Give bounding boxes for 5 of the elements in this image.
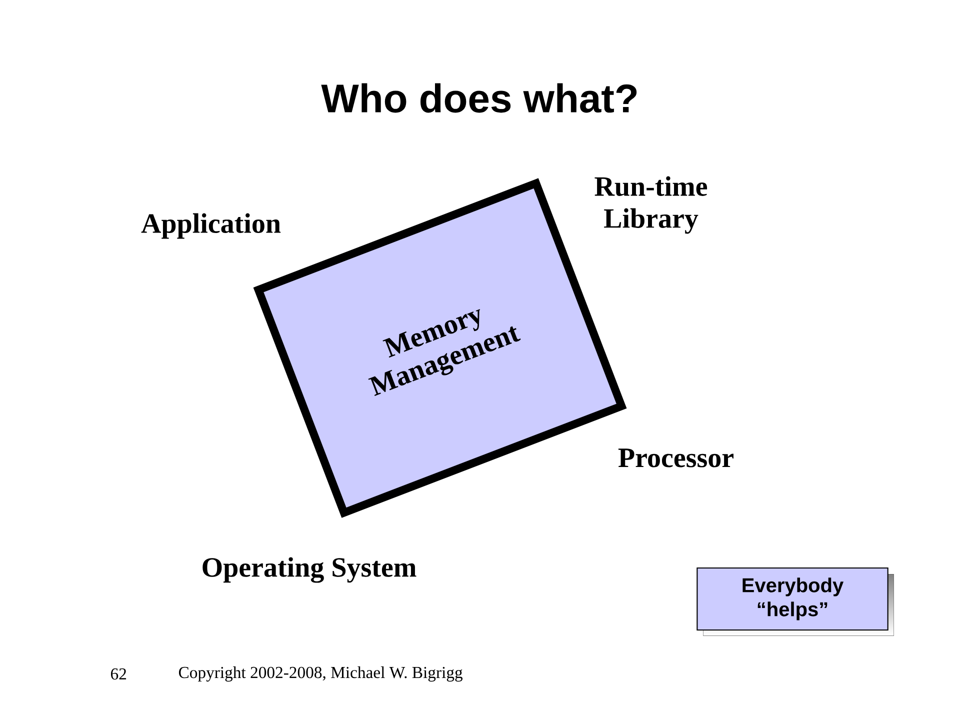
copyright-notice: Copyright 2002-2008, Michael W. Bigrigg [178,666,462,682]
page-number: 62 [110,668,126,680]
component-label: Operating System [202,557,416,583]
title: Who does what? [321,83,637,113]
note-box: Everybody “helps” [696,567,894,636]
